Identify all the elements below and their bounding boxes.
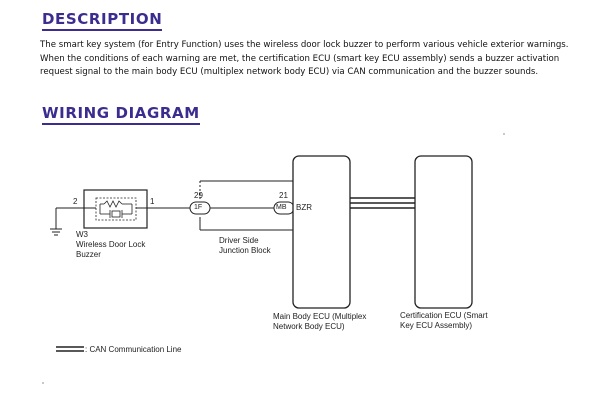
- main-body-ecu-name-line1: Main Body ECU (Multiplex: [273, 312, 367, 321]
- connector-1f: [189, 201, 211, 215]
- description-text: The smart key system (for Entry Function…: [40, 40, 569, 77]
- junction-name-line1: Driver Side: [219, 236, 259, 245]
- junction-pin: 29: [194, 191, 203, 200]
- legend-label: : CAN Communication Line: [85, 345, 182, 354]
- buzzer-pin-1: 1: [150, 197, 155, 206]
- main-body-ecu-box: [292, 155, 351, 309]
- print-speck: [42, 382, 44, 384]
- buzzer-name-line1: Wireless Door Lock: [76, 240, 146, 249]
- certification-ecu-box: [414, 155, 473, 309]
- buzzer-pin-2: 2: [73, 197, 78, 206]
- print-speck: [503, 133, 505, 135]
- buzzer-name-line2: Buzzer: [76, 250, 101, 259]
- description-heading: DESCRIPTION: [42, 10, 163, 31]
- ecu-connector: MB: [276, 204, 287, 211]
- buzzer-component: [67, 189, 192, 229]
- junction-block-box: [199, 180, 293, 231]
- certification-ecu-name-line2: Key ECU Assembly): [400, 321, 473, 330]
- legend-can-line: [56, 346, 84, 352]
- certification-ecu-name-line1: Certification ECU (Smart: [400, 311, 488, 320]
- buzzer-code: W3: [76, 230, 88, 239]
- junction-name-line2: Junction Block: [219, 246, 271, 255]
- main-body-ecu-name-line2: Network Body ECU): [273, 322, 345, 331]
- wiring-diagram-heading: WIRING DIAGRAM: [42, 104, 200, 125]
- ground-symbol: [50, 207, 67, 236]
- can-communication-line: [350, 197, 415, 209]
- ecu-pin: 21: [279, 191, 288, 200]
- ecu-terminal: BZR: [296, 203, 312, 212]
- junction-connector: 1F: [194, 204, 203, 211]
